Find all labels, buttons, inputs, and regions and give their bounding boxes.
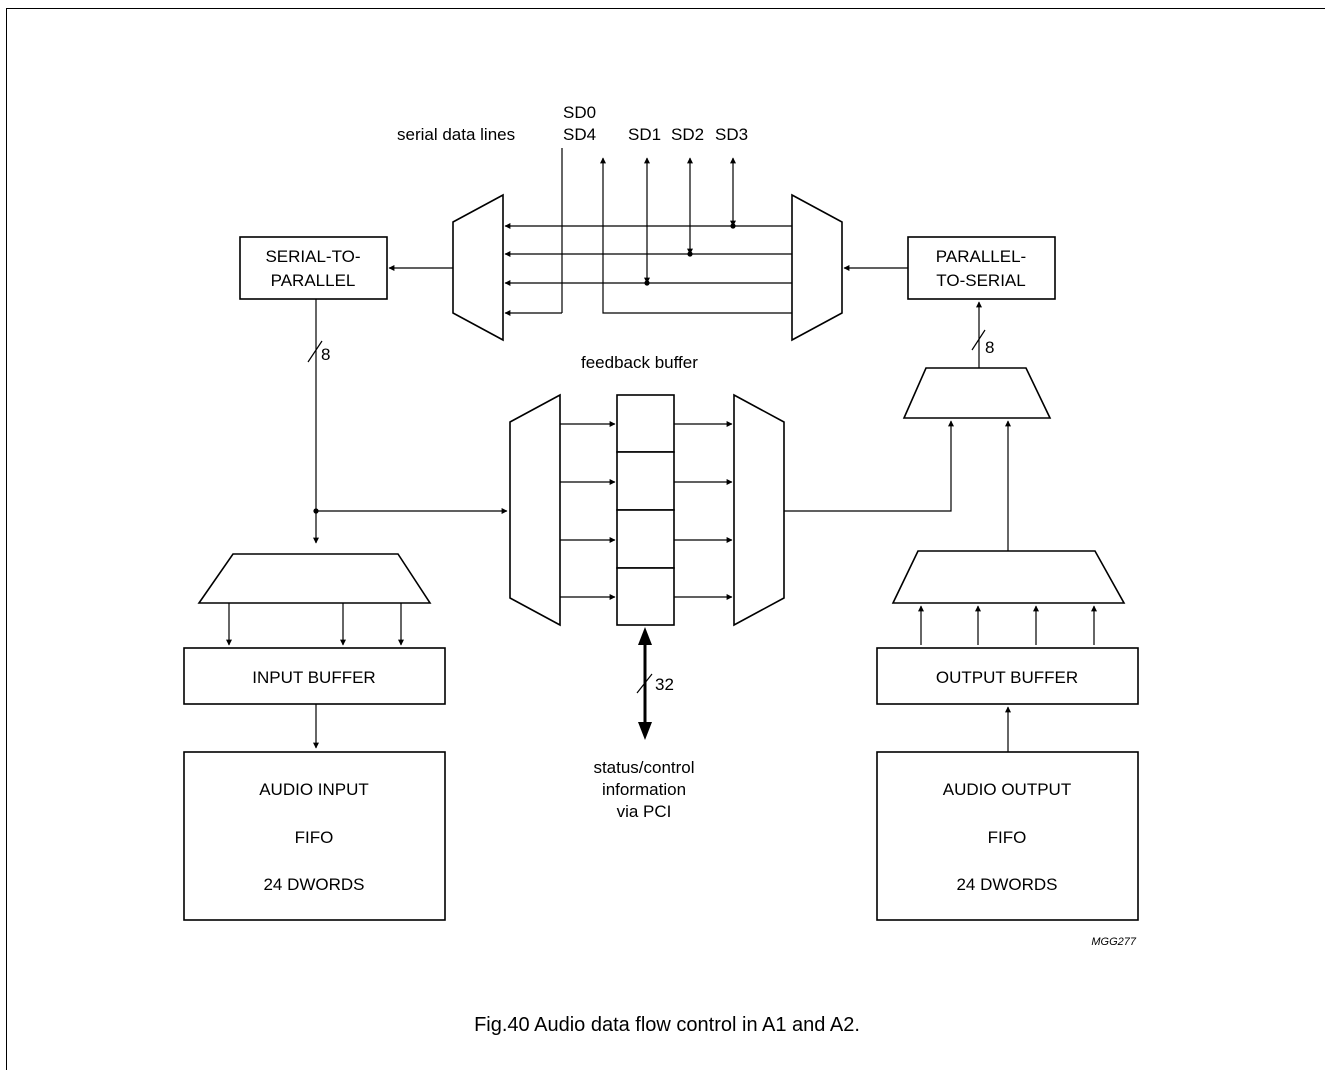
- audio-input-label: AUDIO INPUT: [259, 780, 369, 799]
- bus-width-pci-label: 32: [655, 675, 674, 694]
- input-buffer-box: [183, 647, 446, 705]
- output-mux: [891, 550, 1126, 604]
- audio-output-size-label: 24 DWORDS: [956, 875, 1057, 894]
- figure-code: MGG277: [1091, 936, 1137, 948]
- sd1-label: SD1: [628, 125, 661, 144]
- input-serial-mux: [452, 193, 504, 342]
- sd4-label: SD4: [563, 125, 596, 144]
- audio-input-size-label: 24 DWORDS: [263, 875, 364, 894]
- serial-to-parallel-label-2: PARALLEL: [271, 271, 356, 290]
- feedback-cell-4: [616, 567, 675, 626]
- feedback-mux-left: [509, 393, 561, 627]
- parallel-to-serial-label-1: PARALLEL-: [936, 247, 1026, 266]
- output-serial-demux: [791, 193, 843, 342]
- sd1-junction: [644, 280, 650, 286]
- status-control-label-2: information: [602, 780, 686, 799]
- input-buffer-label: INPUT BUFFER: [252, 668, 375, 687]
- bus-slash-left: [307, 340, 323, 363]
- output-buffer-box: [876, 647, 1139, 705]
- sd0-label: SD0: [563, 103, 596, 122]
- figure-caption: Fig.40 Audio data flow control in A1 and…: [474, 1014, 860, 1036]
- bus-width-right-label: 8: [985, 338, 994, 357]
- serial-to-parallel-label-1: SERIAL-TO-: [265, 247, 360, 266]
- sd4-line: [600, 157, 792, 314]
- figure-frame: [6, 8, 1325, 1070]
- audio-output-fifo-label: FIFO: [988, 828, 1027, 847]
- parallel-to-serial-box: [907, 236, 1056, 300]
- status-control-label-3: via PCI: [617, 802, 672, 821]
- audio-input-fifo-box: [183, 751, 446, 921]
- sd2-label: SD2: [671, 125, 704, 144]
- sd2-junction: [687, 251, 693, 257]
- pci-bus-arrow-down: [638, 722, 652, 740]
- feedback-cell-3: [616, 509, 675, 569]
- output-buffer-label: OUTPUT BUFFER: [936, 668, 1078, 687]
- feedback-cell-2: [616, 451, 675, 511]
- input-demux: [197, 553, 432, 604]
- bus-slash-pci: [636, 673, 653, 694]
- feedback-buffer-label: feedback buffer: [581, 353, 698, 372]
- audio-output-label: AUDIO OUTPUT: [943, 780, 1071, 799]
- serial-to-parallel-box: [239, 236, 388, 300]
- pci-bus-arrow-up: [638, 627, 652, 645]
- status-control-label-1: status/control: [593, 758, 694, 777]
- sd3-junction: [730, 223, 736, 229]
- bus-slash-right: [971, 329, 986, 351]
- output-select-mux: [902, 367, 1052, 419]
- feedback-cell-1: [616, 394, 675, 453]
- audio-input-fifo-label: FIFO: [295, 828, 334, 847]
- sd3-label: SD3: [715, 125, 748, 144]
- audio-output-fifo-box: [876, 751, 1139, 921]
- bus-width-left-label: 8: [321, 345, 330, 364]
- serial-data-lines-label: serial data lines: [397, 125, 515, 144]
- parallel-to-serial-label-2: TO-SERIAL: [936, 271, 1025, 290]
- feedback-to-output-mux: [784, 420, 954, 512]
- feedback-mux-right: [733, 393, 785, 627]
